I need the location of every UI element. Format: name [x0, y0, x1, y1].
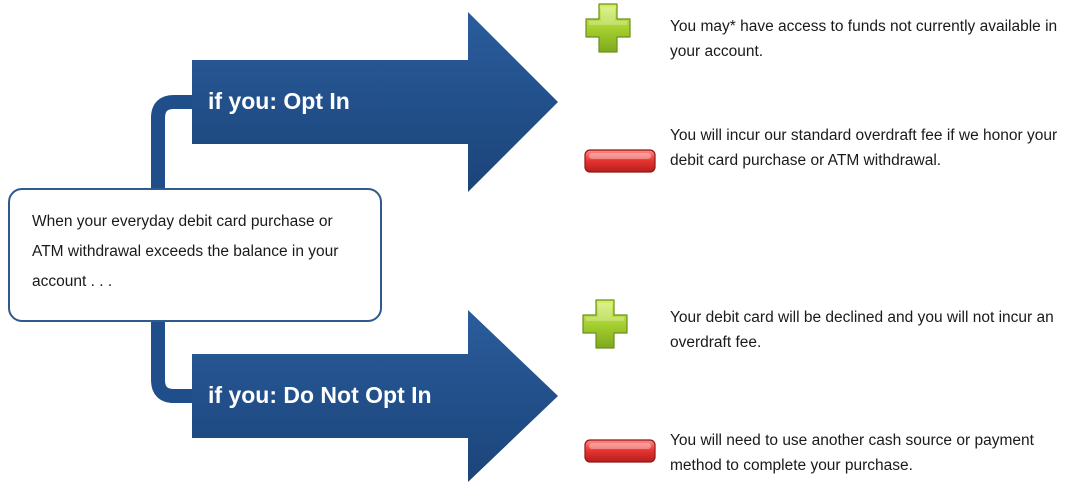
scenario-text: When your everyday debit card purchase o…: [32, 213, 339, 290]
opt-out-label: if you: Do Not Opt In: [208, 382, 432, 408]
opt-out-benefit-text: Your debit card will be declined and you…: [670, 309, 1054, 351]
minus-icon: [584, 149, 656, 173]
plus-icon: [585, 3, 631, 53]
opt-in-arrow: [192, 12, 558, 192]
connector-opt-in: [151, 95, 198, 190]
plus-icon: [582, 299, 628, 349]
opt-out-drawback-text: You will need to use another cash source…: [670, 432, 1034, 474]
connector-opt-out: [151, 320, 198, 403]
opt-out-arrow: [192, 310, 558, 482]
opt-in-benefit-text: You may* have access to funds not curren…: [670, 18, 1058, 60]
opt-in-drawback-text: You will incur our standard overdraft fe…: [670, 127, 1058, 169]
opt-in-label: if you: Opt In: [208, 88, 350, 114]
scenario-box: When your everyday debit card purchase o…: [8, 188, 382, 322]
minus-icon: [584, 439, 656, 463]
